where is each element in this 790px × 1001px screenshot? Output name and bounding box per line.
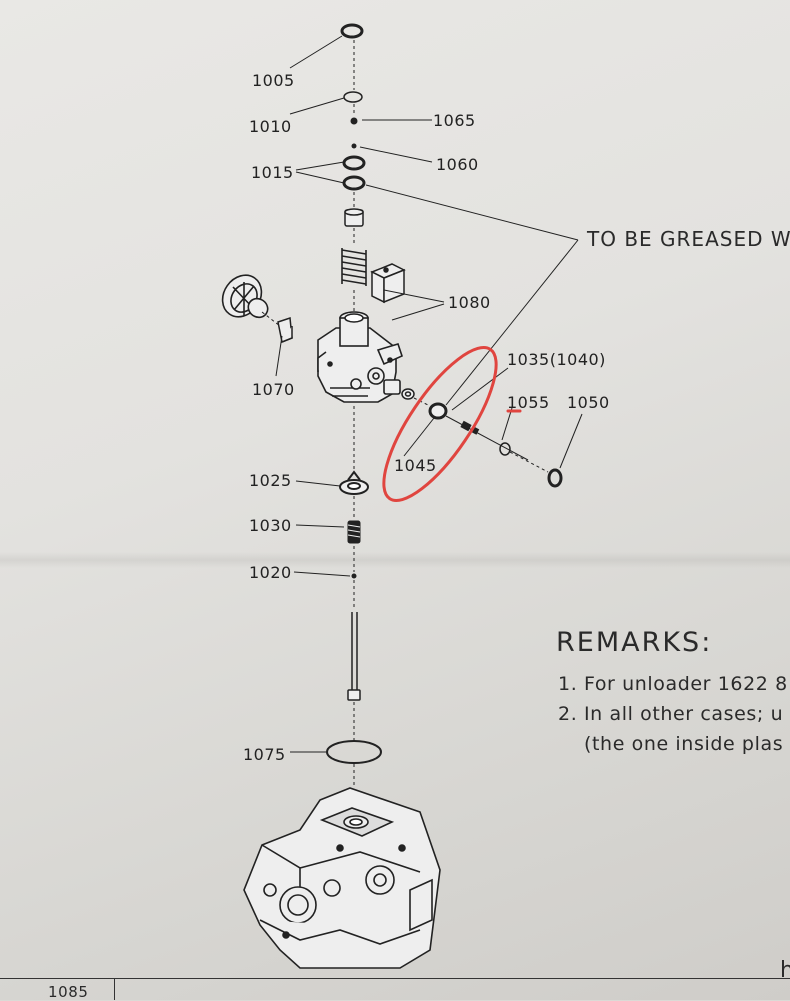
footer-table-line — [0, 978, 790, 979]
label-1020: 1020 — [249, 563, 292, 582]
part-1020-ball — [351, 573, 357, 579]
part-1070-bracket — [277, 316, 293, 344]
label-1075: 1075 — [243, 745, 286, 764]
red-markup — [382, 346, 522, 502]
part-valve-stem — [347, 612, 361, 701]
part-1025-seat — [339, 470, 369, 495]
label-1035-1040: 1035(1040) — [507, 350, 606, 369]
leader-lines — [275, 35, 583, 753]
label-1080: 1080 — [448, 293, 491, 312]
footer-label-1085: 1085 — [48, 983, 89, 1001]
label-1060: 1060 — [436, 155, 479, 174]
part-1010-washer — [343, 91, 363, 103]
part-1065-ball — [350, 117, 358, 125]
label-1050: 1050 — [567, 393, 610, 412]
part-side-pin — [445, 415, 529, 461]
label-1015: 1015 — [251, 163, 294, 182]
part-compressor-head — [243, 787, 441, 969]
part-valve-cap — [344, 208, 364, 227]
part-unloader-body — [317, 311, 403, 403]
label-1065: 1065 — [433, 111, 476, 130]
part-1055-washer — [499, 442, 511, 456]
part-1080-solenoid — [370, 263, 406, 304]
label-1070: 1070 — [252, 380, 295, 399]
greased-note: TO BE GREASED WI — [587, 227, 790, 251]
part-1050-oring — [547, 468, 563, 488]
part-1015-orings — [342, 155, 366, 191]
part-1035-nut — [428, 402, 448, 420]
part-1005-oring — [340, 23, 364, 39]
label-1005: 1005 — [252, 71, 295, 90]
part-1075-gasket — [326, 740, 382, 764]
remark-line-2: 2. In all other cases; u — [558, 703, 784, 725]
label-1030: 1030 — [249, 516, 292, 535]
part-1060-ball — [351, 143, 357, 149]
remark-line-3: (the one inside plas — [584, 733, 784, 755]
part-body-fitting — [401, 388, 415, 400]
label-1055: 1055 — [507, 393, 550, 412]
remark-line-1: 1. For unloader 1622 8 — [558, 673, 788, 695]
part-spring-upper — [341, 248, 367, 286]
label-1010: 1010 — [249, 117, 292, 136]
part-handwheel — [221, 274, 269, 319]
label-1045: 1045 — [394, 456, 437, 475]
part-1030-spring — [347, 520, 361, 544]
axis-dashed-lines — [261, 40, 549, 786]
footer-table-divider — [114, 978, 115, 1000]
corner-letter: h — [780, 958, 790, 983]
remarks-title: REMARKS: — [556, 627, 713, 658]
paper-fold-crease — [0, 552, 790, 568]
label-1025: 1025 — [249, 471, 292, 490]
